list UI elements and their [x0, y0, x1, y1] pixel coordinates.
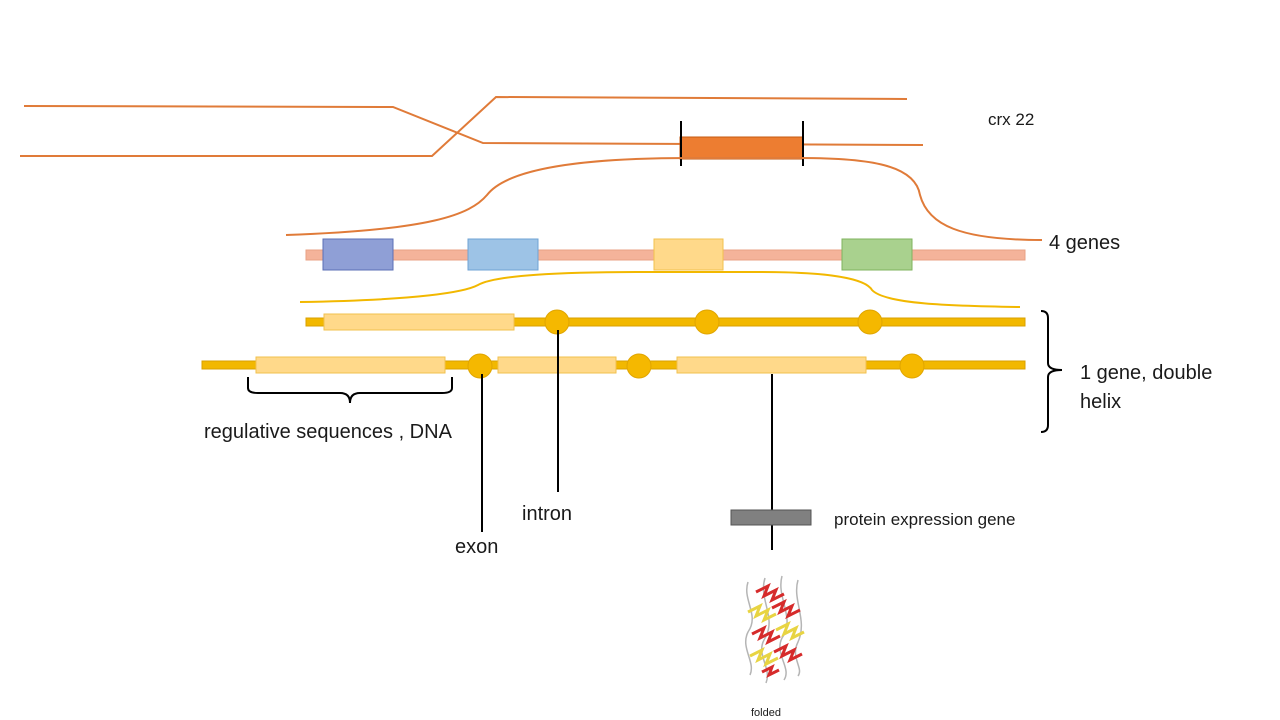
dna-strand-upper	[305, 317, 1026, 327]
regulative-brace	[247, 377, 453, 404]
gene-block-2	[467, 238, 539, 271]
folded-label: folded	[751, 707, 781, 719]
gene-block-3	[653, 238, 724, 271]
genes-label: 4 genes	[1049, 232, 1120, 254]
protein-structure-icon	[745, 575, 805, 684]
dna-node-lower-2	[626, 353, 652, 379]
gene-block-1	[322, 238, 394, 271]
gene-block-4	[841, 238, 913, 271]
intron-label: intron	[522, 503, 572, 525]
dna-node-lower-1	[467, 353, 493, 379]
dna-segment-lower-1	[255, 356, 446, 374]
dna-node-upper-2	[694, 309, 720, 335]
protein-expression-bar	[730, 509, 812, 526]
double-helix-label-line1: 1 gene, double	[1080, 362, 1212, 384]
dna-node-lower-3	[899, 353, 925, 379]
protein-expression-label: protein expression gene	[834, 510, 1015, 529]
double-helix-label-line2: helix	[1080, 391, 1121, 413]
dna-node-upper-3	[857, 309, 883, 335]
dna-segment-upper-1	[323, 313, 515, 331]
exon-label: exon	[455, 536, 498, 558]
chromosome-label: crx 22	[988, 110, 1034, 129]
regulative-label: regulative sequences , DNA	[204, 421, 453, 443]
dna-segment-lower-3	[676, 356, 867, 374]
chromosome-line-lower	[20, 95, 908, 157]
double-helix-bracket	[1040, 310, 1063, 433]
chromosome-gene-band	[679, 136, 804, 160]
zoom-curve-gene	[299, 271, 1021, 308]
zoom-curve-chromosome	[285, 157, 1043, 241]
